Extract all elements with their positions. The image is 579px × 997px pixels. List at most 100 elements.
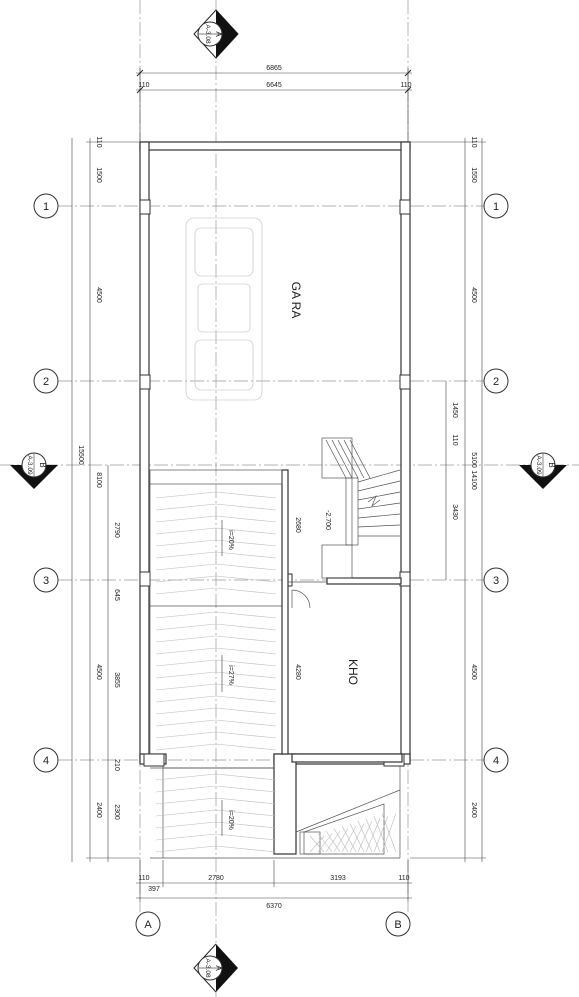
section-b-left-letter: B [38, 462, 47, 467]
ramp-chevron-line [155, 809, 217, 817]
ramp-chevron-line [155, 683, 217, 691]
stair-tread-line [349, 439, 371, 479]
ramp-edge-top [149, 469, 283, 485]
stair-tread-line [343, 439, 365, 479]
ramp-chevron-line [215, 695, 277, 703]
tick [404, 86, 412, 94]
dim-left-2400: 2400 [95, 802, 102, 818]
ramp-chevron-line [215, 647, 277, 655]
stair-tread-line [337, 439, 359, 479]
tick [404, 69, 412, 77]
ramp-chevron-line [155, 731, 217, 739]
dim-right-110b: 110 [451, 434, 458, 445]
stair-break-mark [367, 494, 381, 508]
ramp-chevron-line [155, 707, 217, 715]
grid-bubble-2-right [483, 368, 509, 394]
stair-tread-line [357, 491, 401, 501]
hatch-diagonal [303, 803, 385, 855]
ramp-slope-label-2: i=27% [227, 665, 234, 685]
dim-inner-4280: 4280 [294, 664, 301, 680]
stair-tread-line [357, 502, 401, 510]
section-marker-b-right: B A-3.09 [519, 452, 567, 489]
dim-left-645: 645 [113, 589, 120, 601]
wall-right [400, 141, 411, 763]
ramp-chevron-line [155, 515, 217, 523]
grid-bubble-4-left [33, 747, 59, 773]
ramp-chevron-line [155, 647, 217, 655]
ramp-chevron-line [215, 821, 277, 829]
grid-label-b: B [394, 919, 401, 931]
hatch-line [381, 813, 397, 853]
dim-left-1500: 1500 [95, 167, 102, 183]
section-a-bottom-arrow [216, 944, 238, 992]
section-b-right-letter: B [547, 462, 556, 467]
dim-left-210: 210 [113, 759, 120, 771]
column-a2 [139, 374, 151, 390]
ramp-chevron-line [215, 809, 277, 817]
ramp-chevron-line [155, 575, 217, 583]
tick [136, 69, 144, 77]
dim-right-110: 110 [470, 136, 477, 147]
tick [136, 86, 144, 94]
grid-label-2-right: 2 [493, 376, 499, 388]
dim-bottom-side-left: 110 [138, 875, 149, 882]
ramp-chevron-line [215, 797, 277, 805]
dim-left-3855: 3855 [113, 672, 120, 688]
ramp-chevron-line [215, 539, 277, 547]
grid-bubble-4-right [483, 747, 509, 773]
dim-right-14100: 14100 [470, 470, 477, 490]
dim-bottom-right: 3193 [330, 875, 346, 882]
grid-label-4-right: 4 [493, 755, 499, 767]
dim-left-110: 110 [95, 136, 102, 147]
car-hood [194, 227, 254, 277]
ramp-chevron-line [215, 611, 277, 619]
dim-right-4500b: 4500 [470, 664, 477, 680]
wall-left [139, 141, 150, 763]
stair [321, 437, 401, 579]
ramp-chevron-line [155, 773, 217, 781]
stair-tread-line [357, 480, 401, 492]
ramp-chevron-line [215, 659, 277, 667]
dim-right-2400: 2400 [470, 802, 477, 818]
dim-right-1550: 1550 [470, 167, 477, 183]
ramp-chevron-line [215, 773, 277, 781]
ramp-chevron-line [215, 527, 277, 535]
column-b1 [399, 199, 411, 215]
level-label: -2.700 [324, 510, 331, 530]
ramp-area [149, 469, 283, 853]
section-marker-b-left: B A-3.09 [10, 452, 58, 489]
room-label-storage: KHO [346, 659, 360, 685]
dim-right-1450: 1450 [451, 402, 458, 418]
dim-left-overall: 15500 [77, 445, 84, 465]
hatch-line [317, 833, 333, 853]
ramp-chevron-line [215, 707, 277, 715]
grid-bubble-a [135, 911, 161, 937]
wall-top [139, 141, 411, 151]
outer-walls [139, 141, 411, 859]
inner-walls [281, 469, 403, 763]
hatch-line [333, 828, 349, 853]
ramp-chevron-line [155, 671, 217, 679]
wall-storage-left [281, 469, 289, 755]
wall-lower-stub [273, 753, 297, 855]
section-marker-a-bottom: A A-3.08 [193, 943, 238, 993]
ramp-chevron-line [155, 527, 217, 535]
ramp-chevron-line [215, 671, 277, 679]
dim-right-3430: 3430 [451, 504, 458, 520]
ramp-chevron-line [215, 563, 277, 571]
dims-right [410, 138, 486, 862]
ramp-chevron-line [215, 833, 277, 841]
car-outline [185, 217, 263, 401]
dims-bottom [136, 860, 412, 902]
ramp-chevron-line [155, 563, 217, 571]
grid-bubble-1-right [483, 193, 509, 219]
ramp-chevron-line [155, 743, 217, 751]
section-b-right-ref: A-3.09 [535, 455, 542, 475]
column-b2 [399, 374, 411, 390]
section-a-bottom-ref: A-3.08 [204, 958, 211, 978]
ramp-chevron-line [155, 659, 217, 667]
dim-inner-2680: 2680 [294, 517, 301, 533]
column-a1 [139, 199, 151, 215]
ramp-chevron-line [155, 719, 217, 727]
